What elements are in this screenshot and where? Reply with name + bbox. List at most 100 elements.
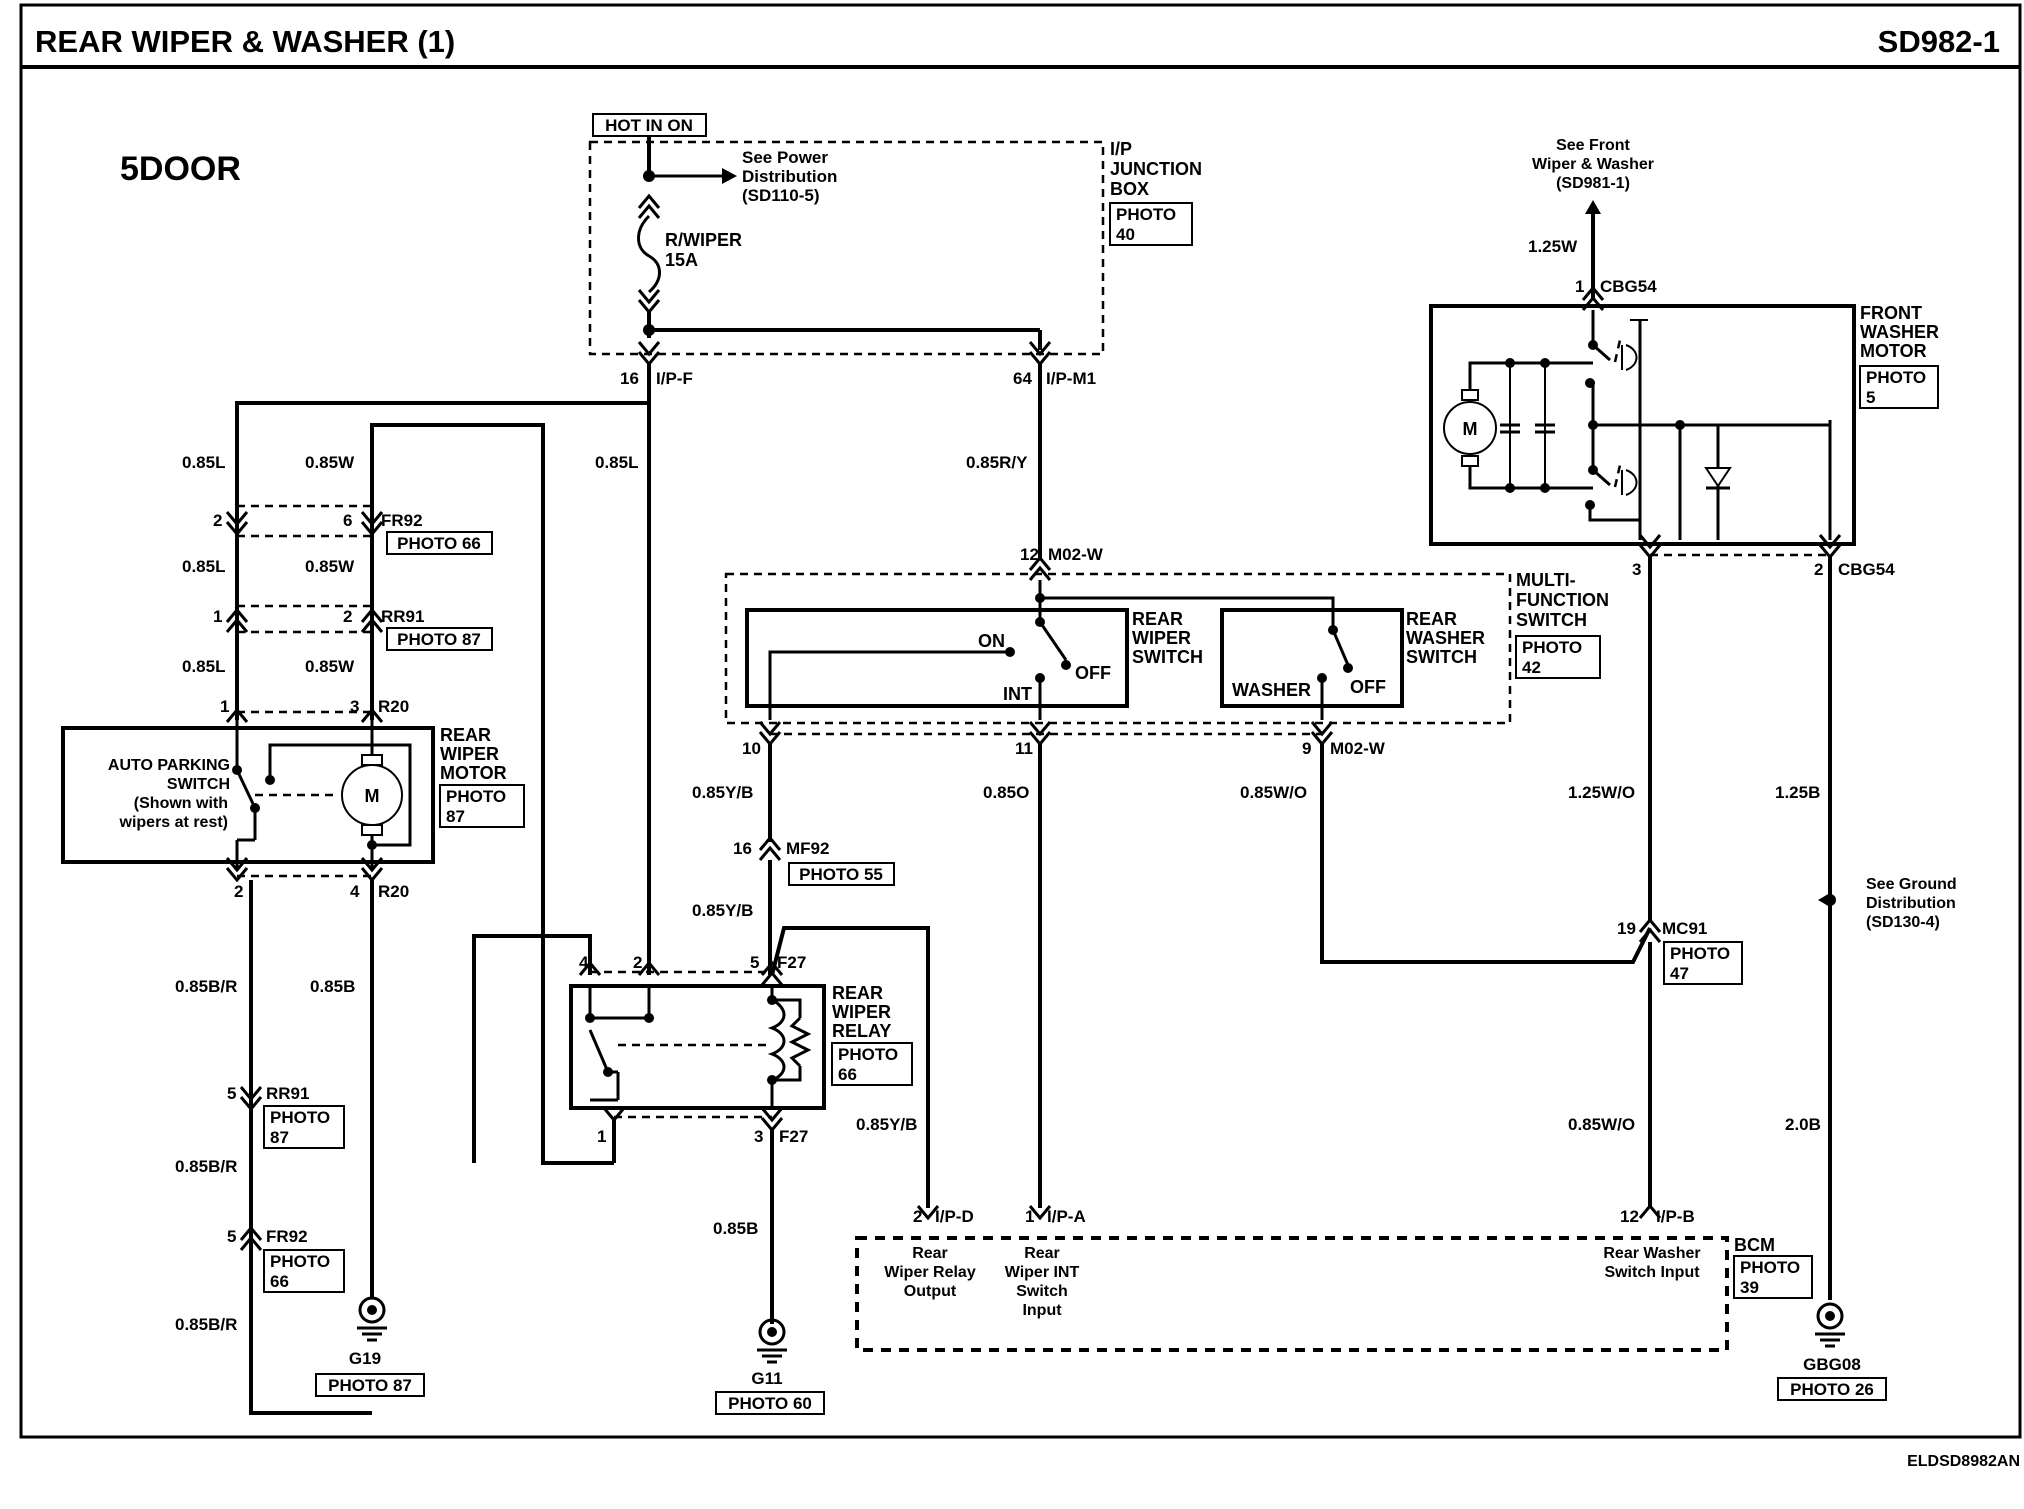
see-power-line2: Distribution: [742, 167, 837, 186]
relay-resistor: [788, 1016, 812, 1068]
rr91-bottom-label: RR91: [266, 1084, 309, 1103]
diagram-title: REAR WIPER & WASHER (1): [35, 24, 455, 59]
svg-text:MOTOR: MOTOR: [1860, 341, 1927, 361]
svg-text:2: 2: [913, 1207, 922, 1226]
bcm-outline: [855, 1236, 1729, 1352]
svg-text:64: 64: [1013, 369, 1032, 388]
svg-text:WASHER: WASHER: [1406, 628, 1485, 648]
auto-parking-line2: SWITCH: [167, 776, 230, 793]
see-power-line3: (SD110-5): [742, 186, 819, 205]
svg-text:6: 6: [343, 511, 352, 530]
ground-g19-name: G19: [349, 1349, 381, 1368]
svg-text:WASHER: WASHER: [1860, 322, 1939, 342]
variant-label: 5DOOR: [120, 150, 241, 188]
ipf-label: I/P-F: [656, 369, 693, 388]
front-washer-motor-box: [1429, 304, 1856, 546]
svg-text:1.25W/O: 1.25W/O: [1568, 783, 1635, 802]
page-frame: [19, 3, 2022, 1439]
hot-in-on-label: HOT IN ON: [605, 116, 693, 135]
ground-g11-symbol: [758, 1318, 786, 1346]
m02w-top-label: M02-W: [1048, 545, 1104, 564]
svg-text:4: 4: [350, 882, 360, 901]
svg-text:39: 39: [1740, 1278, 1759, 1297]
svg-text:0.85L: 0.85L: [182, 557, 225, 576]
svg-text:1: 1: [1575, 277, 1584, 296]
junction-box-photo-box: [1109, 202, 1193, 246]
fr92-top-label: FR92: [381, 511, 423, 530]
svg-text:REAR: REAR: [1132, 609, 1183, 629]
svg-text:47: 47: [1670, 964, 1689, 983]
wire-085l-left: [235, 401, 649, 720]
svg-text:WIPER: WIPER: [832, 1002, 891, 1022]
svg-text:SWITCH: SWITCH: [1132, 647, 1203, 667]
svg-text:9: 9: [1302, 739, 1311, 758]
fr92-bottom-label: FR92: [266, 1227, 308, 1246]
svg-text:1: 1: [220, 697, 229, 716]
svg-text:REAR: REAR: [1406, 609, 1457, 629]
ip-junction-box-outline: [588, 140, 1105, 356]
rear-washer-switch-arm: [1331, 629, 1350, 666]
svg-text:0.85W/O: 0.85W/O: [1568, 1115, 1635, 1134]
svg-text:0.85B/R: 0.85B/R: [175, 977, 237, 996]
ground-g19-symbol: [358, 1296, 386, 1324]
fuse-symbol: [637, 214, 661, 294]
ground-gbg08-symbol: [1816, 1302, 1844, 1330]
ipb-label: I/P-B: [1656, 1207, 1695, 1226]
svg-text:0.85B: 0.85B: [713, 1219, 758, 1238]
svg-text:2: 2: [234, 882, 243, 901]
svg-text:19: 19: [1617, 919, 1636, 938]
svg-text:0.85L: 0.85L: [182, 657, 225, 676]
svg-text:5: 5: [1866, 388, 1875, 407]
junction-box-line1: I/P: [1110, 139, 1132, 159]
relay-coil: [767, 998, 786, 1082]
svg-text:PHOTO: PHOTO: [1740, 1258, 1800, 1277]
svg-text:5: 5: [227, 1084, 236, 1103]
svg-text:FRONT: FRONT: [1860, 303, 1922, 323]
ground-gbg08-name: GBG08: [1803, 1355, 1861, 1374]
svg-text:PHOTO 55: PHOTO 55: [799, 865, 883, 884]
wire-085wo: [1320, 744, 1652, 964]
svg-text:MULTI-: MULTI-: [1516, 570, 1576, 590]
svg-text:Rear: Rear: [912, 1245, 948, 1262]
svg-text:16: 16: [733, 839, 752, 858]
svg-text:PHOTO: PHOTO: [270, 1252, 330, 1271]
svg-text:12: 12: [1020, 545, 1039, 564]
svg-text:87: 87: [270, 1128, 289, 1147]
svg-text:0.85Y/B: 0.85Y/B: [692, 783, 753, 802]
junction-box-line2: JUNCTION: [1110, 159, 1202, 179]
svg-text:Wiper & Washer: Wiper & Washer: [1532, 156, 1654, 173]
svg-text:0.85Y/B: 0.85Y/B: [856, 1115, 917, 1134]
f27-bottom-label: F27: [779, 1127, 808, 1146]
pos-off-label: OFF: [1075, 663, 1111, 683]
ground-g11-name: G11: [751, 1369, 782, 1388]
svg-text:1: 1: [213, 607, 222, 626]
front-washer-diode: [1704, 467, 1732, 488]
svg-text:Wiper Relay: Wiper Relay: [884, 1264, 976, 1281]
svg-text:PHOTO 66: PHOTO 66: [397, 534, 481, 553]
svg-text:2: 2: [633, 953, 642, 972]
svg-text:Rear Washer: Rear Washer: [1603, 1245, 1700, 1262]
svg-text:0.85B/R: 0.85B/R: [175, 1315, 237, 1334]
svg-text:4: 4: [579, 953, 589, 972]
svg-text:1: 1: [1025, 1207, 1034, 1226]
svg-text:2: 2: [343, 607, 352, 626]
svg-text:(SD130-4): (SD130-4): [1866, 914, 1940, 931]
svg-text:0.85W/O: 0.85W/O: [1240, 783, 1307, 802]
svg-text:PHOTO: PHOTO: [270, 1108, 330, 1127]
junction-box-photo-1: PHOTO: [1116, 205, 1176, 224]
junction-box-photo-2: 40: [1116, 225, 1135, 244]
junction-box-line3: BOX: [1110, 179, 1149, 199]
ground-gbg08-photo: PHOTO 26: [1790, 1380, 1874, 1399]
svg-text:SWITCH: SWITCH: [1406, 647, 1477, 667]
svg-text:Distribution: Distribution: [1866, 895, 1956, 912]
svg-text:1.25B: 1.25B: [1775, 783, 1820, 802]
ipm1-label: I/P-M1: [1046, 369, 1096, 388]
rear-wiper-motor-photo-box: [439, 784, 525, 828]
diagram-code: SD982-1: [1878, 24, 2000, 59]
rear-wiper-motor-box: [61, 726, 435, 864]
svg-text:PHOTO: PHOTO: [1522, 638, 1582, 657]
auto-parking-switch-arm: [235, 769, 257, 809]
rr91-top-label: RR91: [381, 607, 424, 626]
svg-text:0.85R/Y: 0.85R/Y: [966, 453, 1028, 472]
